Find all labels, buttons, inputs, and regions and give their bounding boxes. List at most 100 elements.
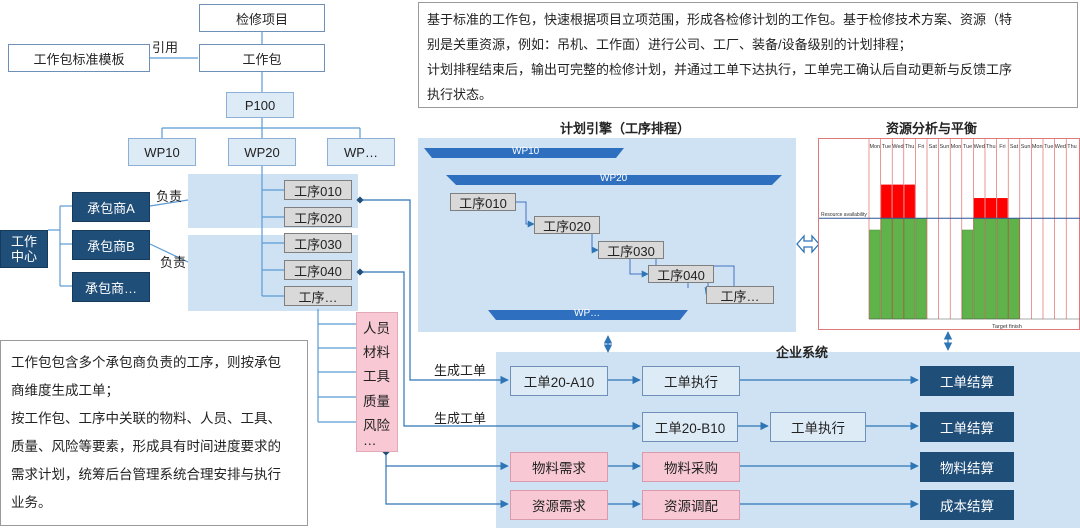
material-demand[interactable]: 物料需求	[510, 452, 608, 482]
template-box[interactable]: 工作包标准模板	[8, 44, 150, 72]
gantt-bar-wp20	[446, 175, 782, 185]
element-more: …	[363, 433, 377, 448]
procedure-010[interactable]: 工序010	[284, 180, 352, 200]
responsible-label-b: 负责	[160, 255, 187, 270]
load-bar-within-capacity	[869, 229, 881, 320]
load-bar-within-capacity	[904, 217, 916, 320]
work-center-box[interactable]: 工作 中心	[0, 230, 48, 268]
element-material: 材料	[363, 345, 390, 360]
day-label: Fri	[918, 144, 924, 150]
work-order-settle-2[interactable]: 工单结算	[920, 412, 1014, 442]
material-purchase[interactable]: 物料采购	[642, 452, 740, 482]
day-label: Thu	[1067, 144, 1076, 150]
load-bar-within-capacity	[892, 217, 904, 320]
procedure-040[interactable]: 工序040	[284, 260, 352, 280]
scheduler-title: 计划引擎（工序排程）	[560, 121, 691, 136]
element-personnel: 人员	[363, 321, 390, 336]
load-bar-over-capacity	[904, 184, 915, 219]
load-bar-over-capacity	[892, 184, 904, 219]
responsible-label-a: 负责	[156, 189, 183, 204]
load-bar-over-capacity	[973, 198, 985, 219]
top-note: 基于标准的工作包，快速根据项目立项范围，形成各检修计划的工作包。基于检修技术方案…	[418, 2, 1078, 108]
work-center-label: 工作 中心	[10, 234, 37, 264]
resource-demand[interactable]: 资源需求	[510, 490, 608, 520]
bottom-note-line: 工作包包含多个承包商负责的工序，则按承包	[11, 355, 281, 370]
top-note-line: 别是关重资源，例如：吊机、工作面）进行公司、工厂、装备/设备级别的计划排程；	[427, 37, 912, 52]
gantt-task-more[interactable]: 工序…	[706, 286, 774, 304]
day-label: Tue	[882, 144, 891, 150]
element-risk: 风险	[363, 418, 390, 433]
gantt-task-030[interactable]: 工序030	[598, 241, 664, 259]
reference-label: 引用	[152, 40, 179, 55]
work-order-execute-1[interactable]: 工单执行	[642, 366, 740, 396]
p100-box[interactable]: P100	[226, 92, 294, 118]
bottom-note-line: 按工作包、工序中关联的物料、人员、工具、	[11, 411, 281, 426]
gantt-bar-wp10	[424, 148, 624, 158]
element-tool: 工具	[363, 369, 390, 384]
day-label: Fri	[999, 144, 1005, 150]
element-quality: 质量	[363, 394, 390, 409]
work-order-a10[interactable]: 工单20-A10	[510, 366, 608, 396]
load-bar-within-capacity	[996, 217, 1008, 320]
work-order-execute-2[interactable]: 工单执行	[770, 412, 866, 442]
load-bar-within-capacity	[973, 217, 985, 320]
day-label: Wed	[892, 144, 903, 150]
load-bar-within-capacity	[880, 217, 892, 320]
resource-allocate[interactable]: 资源调配	[642, 490, 740, 520]
bottom-note-line: 需求计划，统筹后台管理系统合理安排与执行	[11, 467, 281, 482]
contractor-b-box[interactable]: 承包商B	[72, 230, 150, 260]
bottom-note: 工作包包含多个承包商负责的工序，则按承包 商维度生成工单； 按工作包、工序中关联…	[0, 340, 308, 526]
wp-more-box[interactable]: WP…	[327, 138, 395, 166]
bottom-note-line: 业务。	[11, 495, 52, 510]
load-bar-within-capacity	[1008, 217, 1020, 320]
procedure-030[interactable]: 工序030	[284, 233, 352, 253]
gantt-bar-wp10-label: WP10	[512, 146, 540, 157]
day-label: Sat	[929, 144, 938, 150]
day-label: Thu	[905, 144, 914, 150]
wp10-box[interactable]: WP10	[128, 138, 196, 166]
day-label: Sun	[940, 144, 950, 150]
day-label: Sat	[1010, 144, 1019, 150]
work-order-b10[interactable]: 工单20-B10	[642, 412, 738, 442]
bottom-note-line: 质量、风险等要素，形成具有时间进度要求的	[11, 439, 281, 454]
gantt-bar-wp-more	[488, 310, 688, 320]
gantt-bar-wp20-label: WP20	[600, 173, 628, 184]
procedure-020[interactable]: 工序020	[284, 207, 352, 227]
resource-title: 资源分析与平衡	[886, 121, 978, 136]
day-label: Tue	[963, 144, 972, 150]
day-label: Wed	[974, 144, 985, 150]
day-label: Mon	[869, 144, 880, 150]
work-order-settle-1[interactable]: 工单结算	[920, 366, 1014, 396]
day-label: Thu	[986, 144, 995, 150]
wp20-box[interactable]: WP20	[228, 138, 296, 166]
generate-order-label-2: 生成工单	[434, 411, 487, 426]
load-bar-within-capacity	[962, 229, 974, 320]
gantt-task-010[interactable]: 工序010	[450, 193, 516, 211]
procedure-more[interactable]: 工序…	[284, 286, 352, 306]
gantt-bar-wp-more-label: WP…	[574, 308, 601, 319]
top-note-line: 基于标准的工作包，快速根据项目立项范围，形成各检修计划的工作包。基于检修技术方案…	[427, 12, 1013, 27]
load-bar-within-capacity	[915, 217, 927, 320]
load-bar-over-capacity	[985, 198, 997, 219]
gantt-task-040[interactable]: 工序040	[648, 265, 714, 283]
gantt-task-020[interactable]: 工序020	[534, 216, 600, 234]
contractor-more-box[interactable]: 承包商…	[72, 272, 150, 302]
day-label: Wed	[1055, 144, 1066, 150]
bottom-note-line: 商维度生成工单；	[11, 383, 119, 398]
work-package-box[interactable]: 工作包	[199, 44, 325, 72]
contractor-a-box[interactable]: 承包商A	[72, 192, 150, 222]
availability-label: Resource availability	[821, 212, 867, 218]
top-note-line: 计划排程结束后，输出可完整的检修计划，并通过工单下达执行，工单完工确认后自动更新…	[427, 62, 1013, 77]
material-settle[interactable]: 物料结算	[920, 452, 1014, 482]
generate-order-label-1: 生成工单	[434, 363, 487, 378]
day-label: Mon	[1032, 144, 1043, 150]
day-label: Tue	[1044, 144, 1053, 150]
enterprise-title: 企业系统	[776, 345, 829, 360]
exchange-arrow-icon	[796, 234, 820, 254]
project-box[interactable]: 检修项目	[199, 4, 325, 32]
target-finish-label: Target finish	[992, 324, 1022, 330]
cost-settle[interactable]: 成本结算	[920, 490, 1014, 520]
load-bar-over-capacity	[997, 198, 1008, 219]
